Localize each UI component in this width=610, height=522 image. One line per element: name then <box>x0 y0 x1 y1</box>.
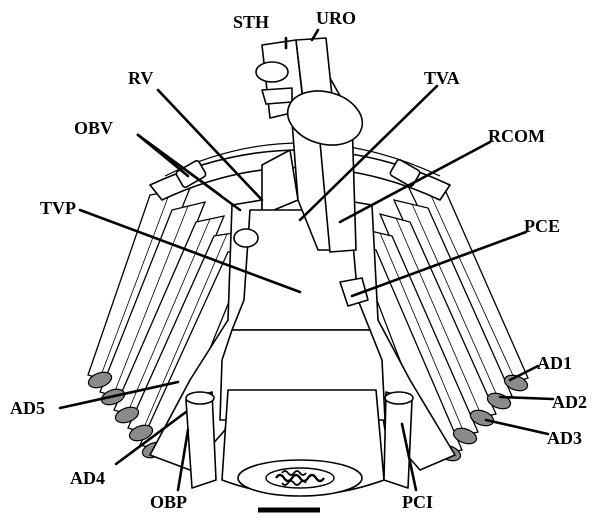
urostyle <box>256 38 368 153</box>
label-ad3: AD3 <box>547 428 582 448</box>
label-tva: TVA <box>424 68 460 88</box>
label-ad4: AD4 <box>70 468 105 488</box>
label-sth: STH <box>233 12 269 32</box>
label-pci: PCI <box>402 492 433 512</box>
label-obp: OBP <box>150 492 187 512</box>
label-rv: RV <box>128 68 153 88</box>
label-tvp: TVP <box>40 198 76 218</box>
label-pce: PCE <box>524 216 560 236</box>
label-obv: OBV <box>74 118 113 138</box>
right-fin-rays <box>356 186 530 464</box>
label-uro: URO <box>316 8 356 28</box>
label-rcom: RCOM <box>488 126 545 146</box>
label-ad2: AD2 <box>552 392 587 412</box>
label-ad5: AD5 <box>10 398 45 418</box>
lower-cylinder <box>222 390 384 496</box>
label-ad1: AD1 <box>537 353 572 373</box>
